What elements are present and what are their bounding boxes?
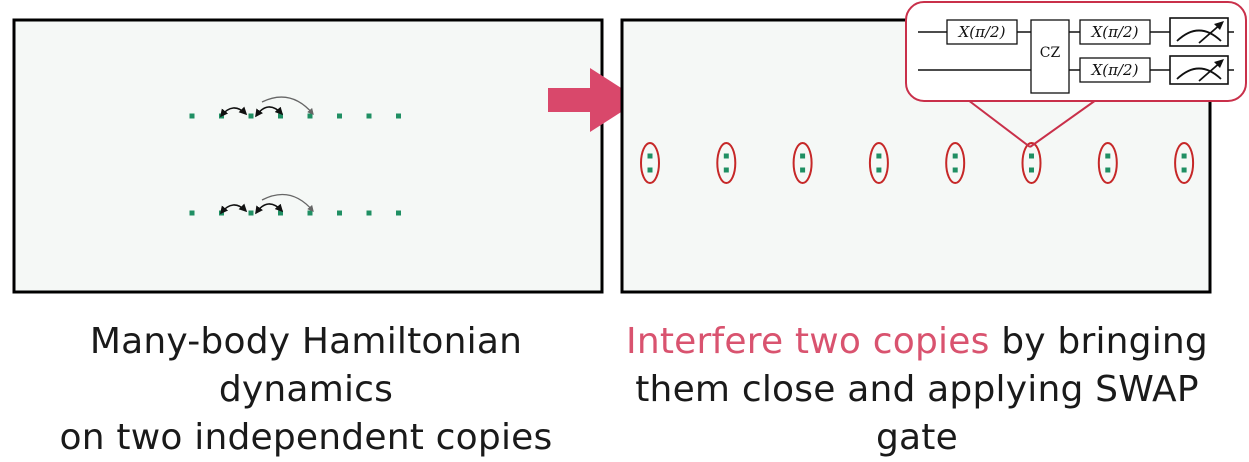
atom bbox=[1029, 153, 1034, 159]
atom bbox=[647, 153, 653, 159]
atom-pair bbox=[868, 142, 889, 184]
atom bbox=[337, 210, 342, 216]
left-caption-line-1: Many-body Hamiltonian dynamics bbox=[89, 321, 523, 410]
atom-pair bbox=[1021, 142, 1042, 184]
atom bbox=[307, 210, 313, 216]
atom-pair bbox=[640, 142, 660, 184]
pair-ellipse bbox=[945, 142, 966, 184]
atom bbox=[189, 113, 195, 119]
left-caption-line-2: on two independent copies bbox=[59, 417, 553, 458]
atom bbox=[189, 210, 195, 216]
left-panel bbox=[12, 18, 604, 294]
pair-ellipse bbox=[1097, 142, 1118, 184]
atom bbox=[337, 113, 342, 119]
x-gate-top-1: X(π/2) bbox=[946, 19, 1018, 45]
x-gate-top-2: X(π/2) bbox=[1079, 19, 1151, 45]
svg-text:CZ: CZ bbox=[1040, 45, 1061, 61]
atom bbox=[1105, 153, 1111, 159]
atom-pair bbox=[1174, 142, 1195, 184]
atom bbox=[366, 113, 372, 119]
cz-gate: CZ bbox=[1030, 19, 1070, 94]
atom bbox=[1181, 153, 1187, 159]
svg-text:X(π/2): X(π/2) bbox=[1091, 61, 1139, 79]
atom bbox=[396, 210, 401, 216]
pair-ellipse bbox=[1021, 142, 1042, 184]
meter-icon bbox=[1169, 17, 1229, 47]
atom bbox=[952, 153, 958, 159]
atom-pair bbox=[945, 142, 966, 184]
atom bbox=[278, 113, 283, 119]
pair-ellipse bbox=[792, 142, 813, 184]
atom bbox=[396, 113, 401, 119]
right-atom-pairs bbox=[640, 142, 1195, 184]
left-caption: Many-body Hamiltonian dynamics on two in… bbox=[6, 318, 606, 462]
atom bbox=[800, 167, 806, 173]
hopping-arrows-top bbox=[219, 96, 314, 118]
svg-text:X(π/2): X(π/2) bbox=[958, 23, 1006, 41]
atom bbox=[723, 153, 729, 159]
pair-ellipse bbox=[716, 142, 737, 184]
atom bbox=[278, 210, 283, 216]
atom bbox=[800, 153, 806, 159]
atom bbox=[248, 113, 254, 119]
right-arrow-icon bbox=[548, 68, 640, 132]
pair-ellipse bbox=[1174, 142, 1195, 184]
right-caption: Interfere two copies by bringing them cl… bbox=[617, 318, 1217, 462]
x-gate-bottom: X(π/2) bbox=[1079, 57, 1151, 83]
caption-highlight: Interfere two copies bbox=[626, 321, 990, 362]
figure-canvas: X(π/2) CZ X(π/2) X(π/2) bbox=[12, 1, 1247, 294]
atom-pair bbox=[792, 142, 813, 184]
atom bbox=[1029, 167, 1034, 173]
atom bbox=[366, 210, 372, 216]
atom bbox=[952, 167, 958, 173]
callout-pointer bbox=[967, 99, 1097, 148]
atom bbox=[876, 153, 882, 159]
swap-circuit-inset: X(π/2) CZ X(π/2) X(π/2) bbox=[905, 1, 1247, 102]
svg-text:X(π/2): X(π/2) bbox=[1091, 23, 1139, 41]
atom bbox=[307, 113, 313, 119]
pair-ellipse bbox=[868, 142, 889, 184]
atom bbox=[723, 167, 729, 173]
right-caption-line-2: them close and applying SWAP gate bbox=[635, 369, 1199, 458]
left-panel-frame bbox=[12, 18, 604, 294]
atom-pair bbox=[1097, 142, 1118, 184]
caption-rest: by bringing bbox=[989, 321, 1208, 362]
atom bbox=[1105, 167, 1111, 173]
atom-pair bbox=[716, 142, 737, 184]
atom bbox=[876, 167, 882, 173]
right-caption-line-1: Interfere two copies by bringing bbox=[617, 318, 1217, 366]
meter-icon bbox=[1169, 55, 1229, 85]
atom bbox=[647, 167, 653, 173]
hopping-arrows-bottom bbox=[219, 193, 314, 215]
atom bbox=[248, 210, 254, 216]
pair-ellipse bbox=[640, 142, 660, 184]
atom bbox=[1181, 167, 1187, 173]
